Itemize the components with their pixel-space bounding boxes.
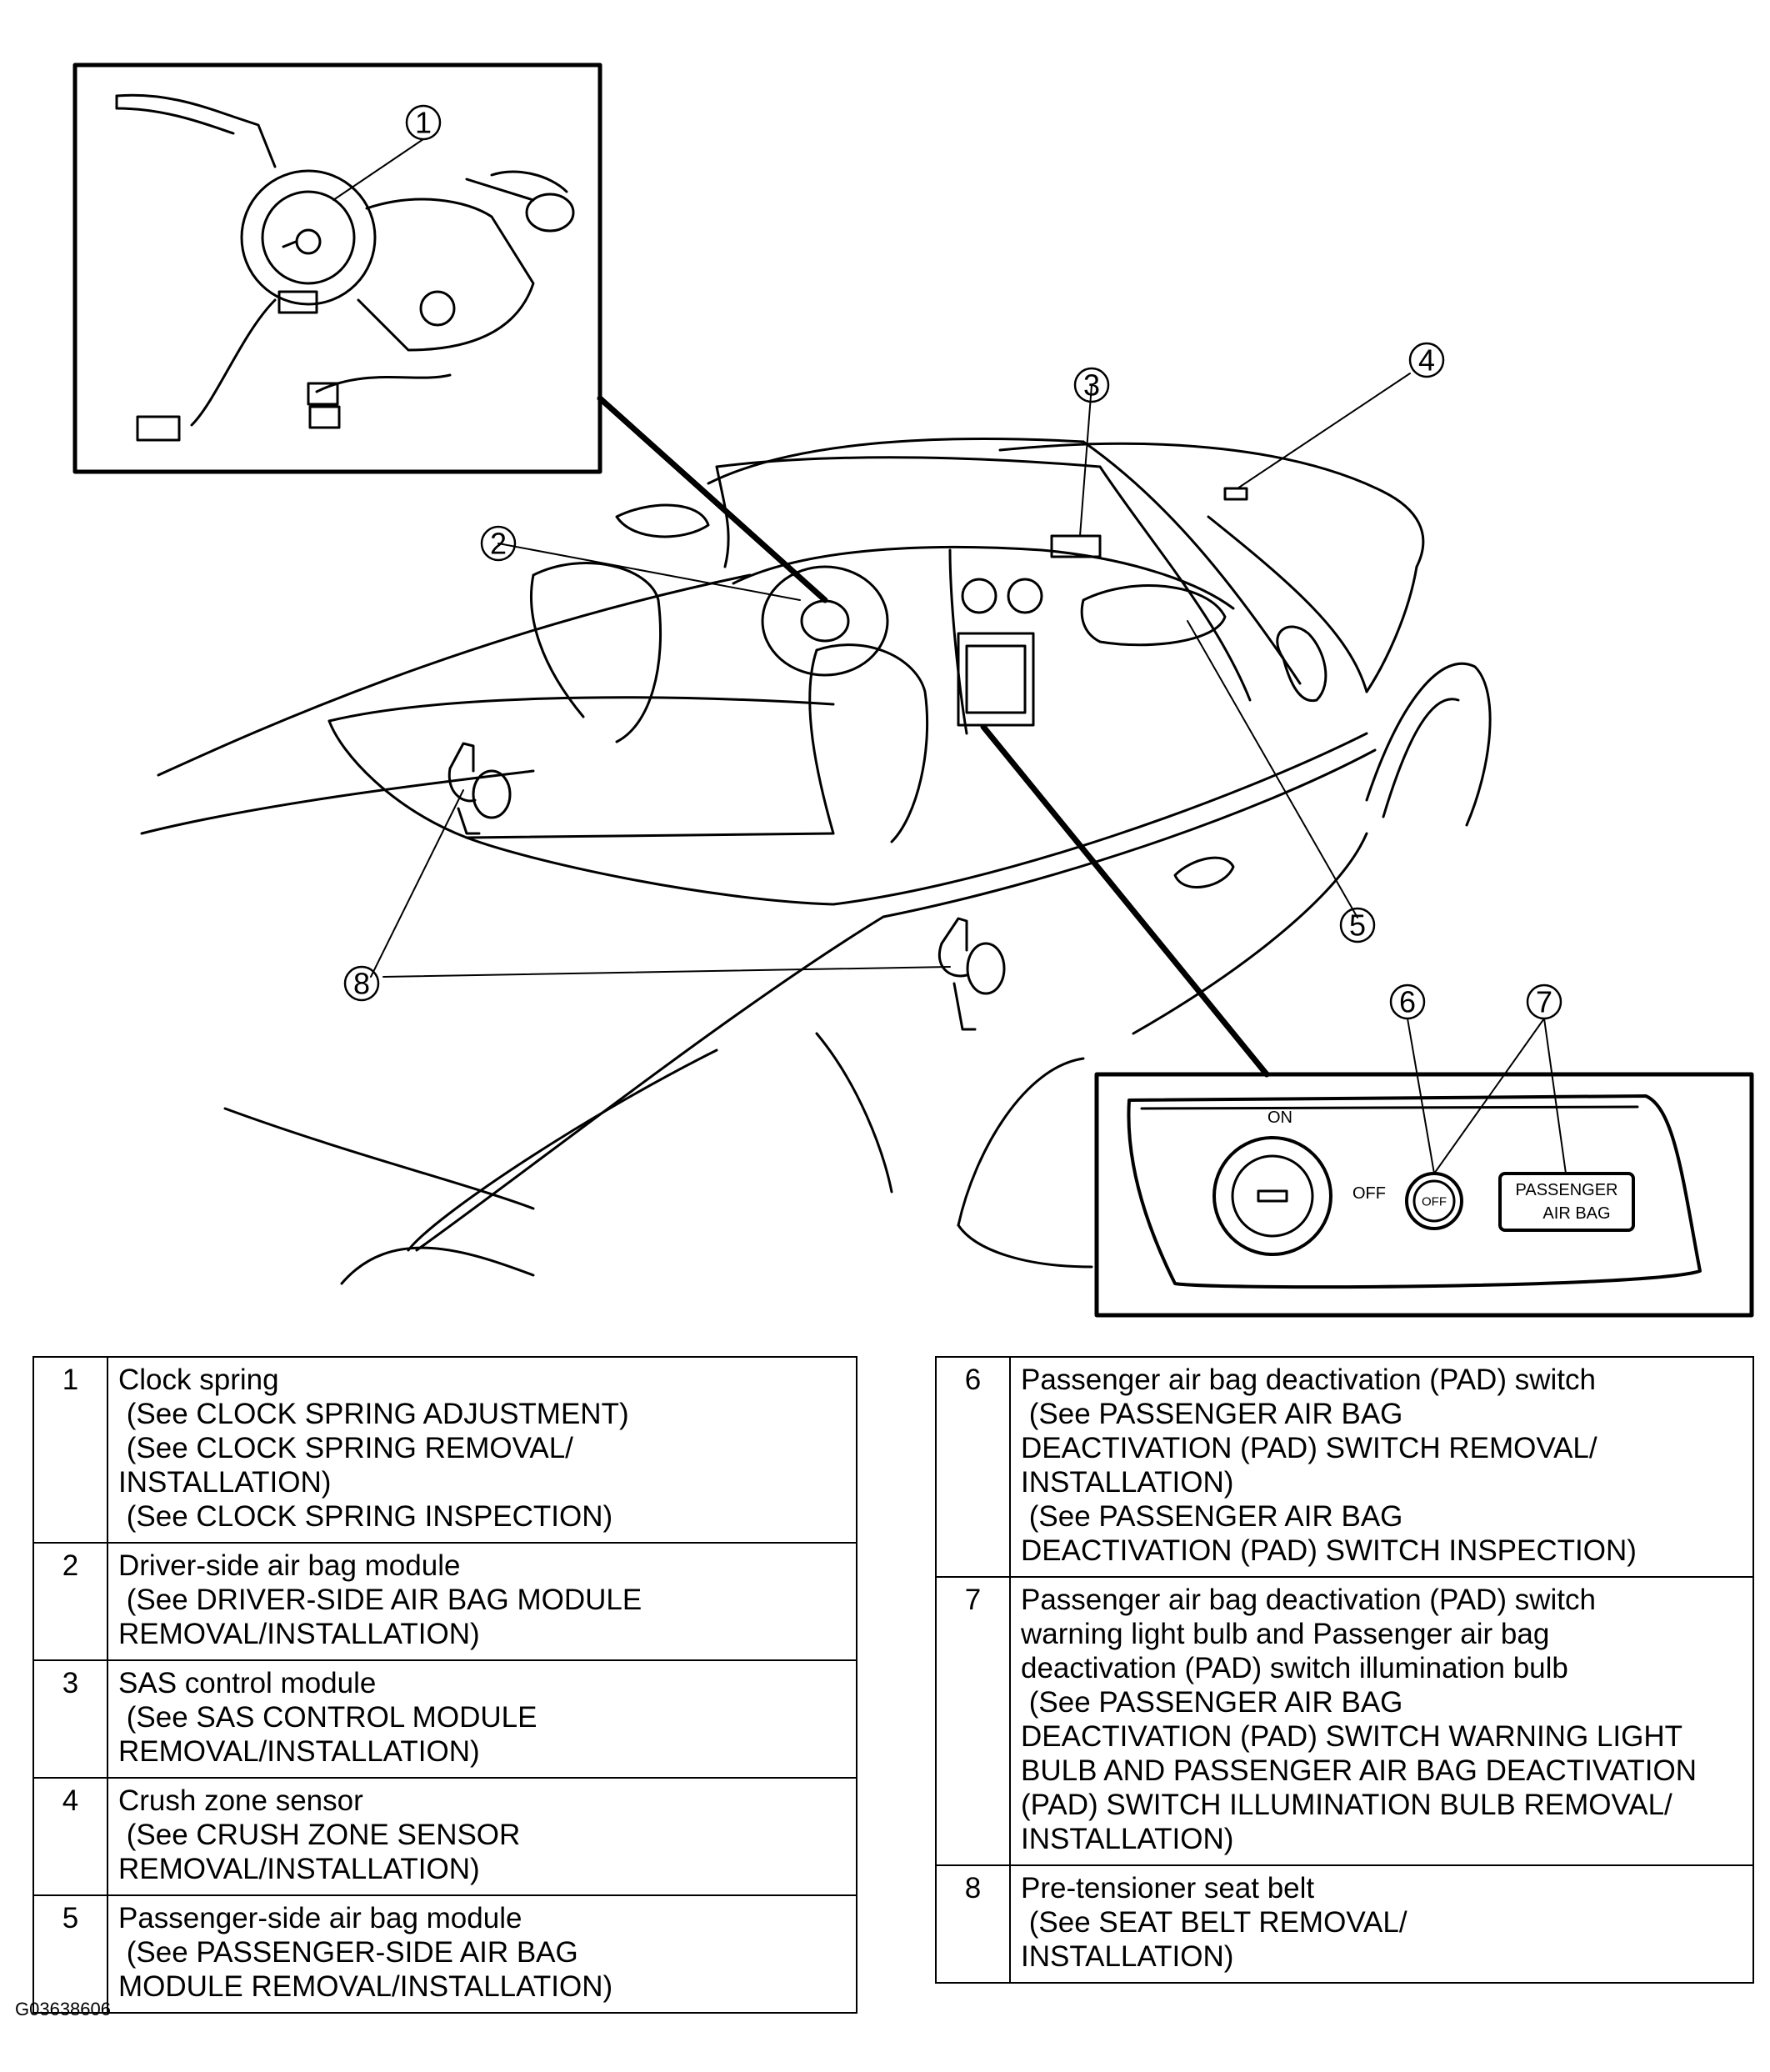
legend-number: 6: [935, 1356, 1011, 1578]
car-body-outline: [140, 438, 1492, 1285]
legend-description-line: INSTALLATION): [118, 1466, 332, 1499]
legend-description: Passenger air bag deactivation (PAD) swi…: [1009, 1576, 1754, 1866]
legend-row: 7 Passenger air bag deactivation (PAD) sw…: [935, 1576, 1754, 1866]
crush-zone-sensor-marker: [1223, 487, 1248, 501]
legend-description-line: INSTALLATION): [1021, 1940, 1234, 1973]
legend-description-line: MODULE REMOVAL/INSTALLATION): [118, 1970, 613, 2003]
callout-leaders: [370, 373, 1567, 1174]
pad-switch-inset-frame: [1094, 1072, 1754, 1318]
legend-description-line: Clock spring: [118, 1364, 279, 1396]
legend-number: 8: [935, 1864, 1011, 1984]
legend-description: Crush zone sensor (See CRUSH ZONE SENSOR…: [107, 1777, 858, 1896]
legend-description-line: (See PASSENGER AIR BAG: [1021, 1686, 1403, 1719]
key-switch-inner: [1231, 1154, 1314, 1238]
callout-6: 6: [1399, 985, 1416, 1019]
legend-description-line: BULB AND PASSENGER AIR BAG DEACTIVATION: [1021, 1754, 1698, 1787]
legend-description-line: (See CLOCK SPRING ADJUSTMENT): [118, 1398, 629, 1430]
switch-off-label: OFF: [1352, 1184, 1386, 1203]
legend-description-line: Passenger air bag deactivation (PAD) swi…: [1021, 1584, 1596, 1616]
legend-number: 7: [935, 1576, 1011, 1866]
legend-description: Driver-side air bag module (See DRIVER-S…: [107, 1542, 858, 1661]
key-slot: [1257, 1189, 1288, 1203]
legend-description: Pre-tensioner seat belt (See SEAT BELT R…: [1009, 1864, 1754, 1984]
figure-id: G03638606: [15, 1999, 111, 2019]
legend-description-line: REMOVAL/INSTALLATION): [118, 1735, 480, 1768]
legend-number: 5: [32, 1894, 108, 2014]
legend-description: Passenger air bag deactivation (PAD) swi…: [1009, 1356, 1754, 1578]
legend-number: 4: [32, 1777, 108, 1896]
callout-8: 8: [353, 967, 370, 1001]
legend-description-line: DEACTIVATION (PAD) SWITCH WARNING LIGHT: [1021, 1720, 1682, 1753]
clock-spring-inset-frame: [72, 63, 602, 474]
key-switch-outer: [1212, 1136, 1332, 1256]
callout-2: 2: [490, 527, 507, 561]
pad-indicator-lamp-inner: [1412, 1179, 1456, 1223]
legend-description: Clock spring (See CLOCK SPRING ADJUSTMEN…: [107, 1356, 858, 1544]
callout-numbers: 1 2 3 4 5 6 7 8: [353, 106, 1552, 1019]
clock-spring-pointer-line: [597, 395, 828, 603]
legend-row: 6 Passenger air bag deactivation (PAD) sw…: [935, 1356, 1754, 1578]
legend-description-line: Crush zone sensor: [118, 1784, 363, 1817]
legend-description-line: (See SAS CONTROL MODULE: [118, 1701, 538, 1734]
switch-on-label: ON: [1268, 1109, 1292, 1127]
legend-description-line: (See SEAT BELT REMOVAL/: [1021, 1906, 1408, 1939]
legend-description-line: (See PASSENGER-SIDE AIR BAG: [118, 1936, 578, 1969]
callout-3: 3: [1083, 368, 1100, 403]
legend-description-line: (See DRIVER-SIDE AIR BAG MODULE: [118, 1584, 642, 1616]
legend-description-line: REMOVAL/INSTALLATION): [118, 1618, 480, 1650]
legend-description-line: (See PASSENGER AIR BAG: [1021, 1500, 1403, 1533]
pretensioner-right-marker: [938, 917, 1006, 1031]
legend-number: 1: [32, 1356, 108, 1544]
legend-description: Passenger-side air bag module (See PASSE…: [107, 1894, 858, 2014]
pad-indicator-text: OFF: [1422, 1195, 1447, 1209]
legend-description-line: Driver-side air bag module: [118, 1549, 461, 1582]
legend-number: 2: [32, 1542, 108, 1661]
legend-description-line: SAS control module: [118, 1667, 377, 1699]
legend-description-line: deactivation (PAD) switch illumination b…: [1021, 1652, 1568, 1684]
callout-5: 5: [1349, 908, 1366, 943]
callout-4: 4: [1418, 343, 1435, 378]
legend-description-line: REMOVAL/INSTALLATION): [118, 1853, 480, 1885]
legend-description: SAS control module (See SAS CONTROL MODU…: [107, 1659, 858, 1779]
sas-control-module-marker: [1050, 534, 1102, 558]
legend-description-line: (PAD) SWITCH ILLUMINATION BULB REMOVAL/: [1021, 1789, 1672, 1821]
legend-description-line: (See CLOCK SPRING INSPECTION): [118, 1500, 613, 1533]
clock-spring-illustration: [115, 93, 575, 442]
pretensioner-left-marker: [448, 742, 512, 835]
legend-number: 3: [32, 1659, 108, 1779]
legend-description-line: warning light bulb and Passenger air bag: [1021, 1618, 1550, 1650]
switch-panel-labels: ON OFF OFF PASSENGER AIR BAG: [1268, 1109, 1618, 1223]
legend-description-line: DEACTIVATION (PAD) SWITCH INSPECTION): [1021, 1534, 1637, 1567]
pad-switch-pointer-line: [980, 723, 1270, 1078]
legend-description-line: (See PASSENGER AIR BAG: [1021, 1398, 1403, 1430]
callout-7: 7: [1536, 985, 1552, 1019]
callout-1: 1: [415, 106, 432, 140]
legend-description-line: Passenger-side air bag module: [118, 1902, 522, 1934]
legend-description-line: Passenger air bag deactivation (PAD) swi…: [1021, 1364, 1596, 1396]
pad-switch-panel-outline: [1127, 1094, 1702, 1289]
legend-description-line: INSTALLATION): [1021, 1466, 1234, 1499]
legend-description-line: DEACTIVATION (PAD) SWITCH REMOVAL/: [1021, 1432, 1598, 1464]
legend-description-line: (See CLOCK SPRING REMOVAL/: [118, 1432, 573, 1464]
legend-description-line: Pre-tensioner seat belt: [1021, 1872, 1315, 1904]
airbag-component-location-diagram: 1 2 3 4 5 6 7 8 ON OFF OFF PASSENGER AIR…: [72, 63, 1754, 1318]
badge-line-2: AIR BAG: [1542, 1204, 1610, 1223]
legend-description-line: (See CRUSH ZONE SENSOR: [118, 1819, 521, 1851]
legend-description-line: INSTALLATION): [1021, 1823, 1234, 1855]
badge-line-1: PASSENGER: [1516, 1181, 1618, 1199]
